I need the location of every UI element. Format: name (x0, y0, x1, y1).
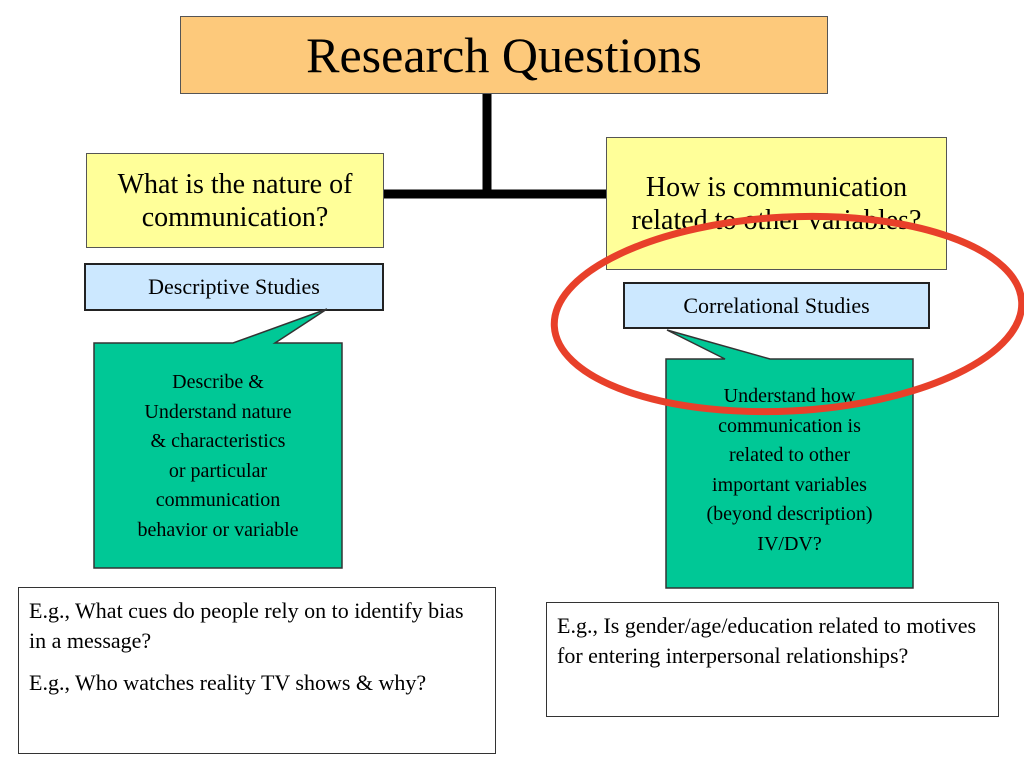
callout-left-line: communication (155, 489, 281, 511)
callout-left-line: & characteristics (150, 430, 286, 452)
example-box-left: E.g., What cues do people rely on to ide… (18, 587, 496, 754)
callout-right-line: communication is (718, 414, 861, 437)
question-box-left: What is the nature of communication? (86, 153, 384, 248)
example-box-right: E.g., Is gender/age/education related to… (546, 602, 999, 717)
callout-right-line: (beyond description) (706, 503, 873, 525)
callout-right-line: important variables (712, 473, 867, 496)
question-left-text: What is the nature of communication? (117, 168, 353, 233)
study-left-label: Descriptive Studies (148, 274, 320, 299)
callout-shape-left (93, 308, 343, 569)
callout-right: Understand how communication is related … (666, 382, 913, 559)
callout-left-line: Understand nature (144, 400, 292, 423)
callout-right-line: IV/DV? (757, 532, 822, 555)
callout-left-line: or particular (168, 459, 268, 482)
example-right-item: E.g., Is gender/age/education related to… (557, 613, 977, 668)
callout-left-line: Describe & (172, 371, 264, 393)
callout-left-line: behavior or variable (137, 518, 299, 541)
callout-right-line: related to other (728, 444, 851, 466)
example-left-item: E.g., What cues do people rely on to ide… (29, 598, 464, 653)
title-box: Research Questions (180, 16, 828, 94)
callout-right-line: Understand how (723, 385, 856, 407)
example-left-item: E.g., Who watches reality TV shows & why… (29, 670, 427, 695)
callout-left: Describe & Understand nature & character… (94, 368, 342, 545)
descriptive-studies-box: Descriptive Studies (84, 263, 384, 311)
page-title: Research Questions (306, 27, 702, 83)
